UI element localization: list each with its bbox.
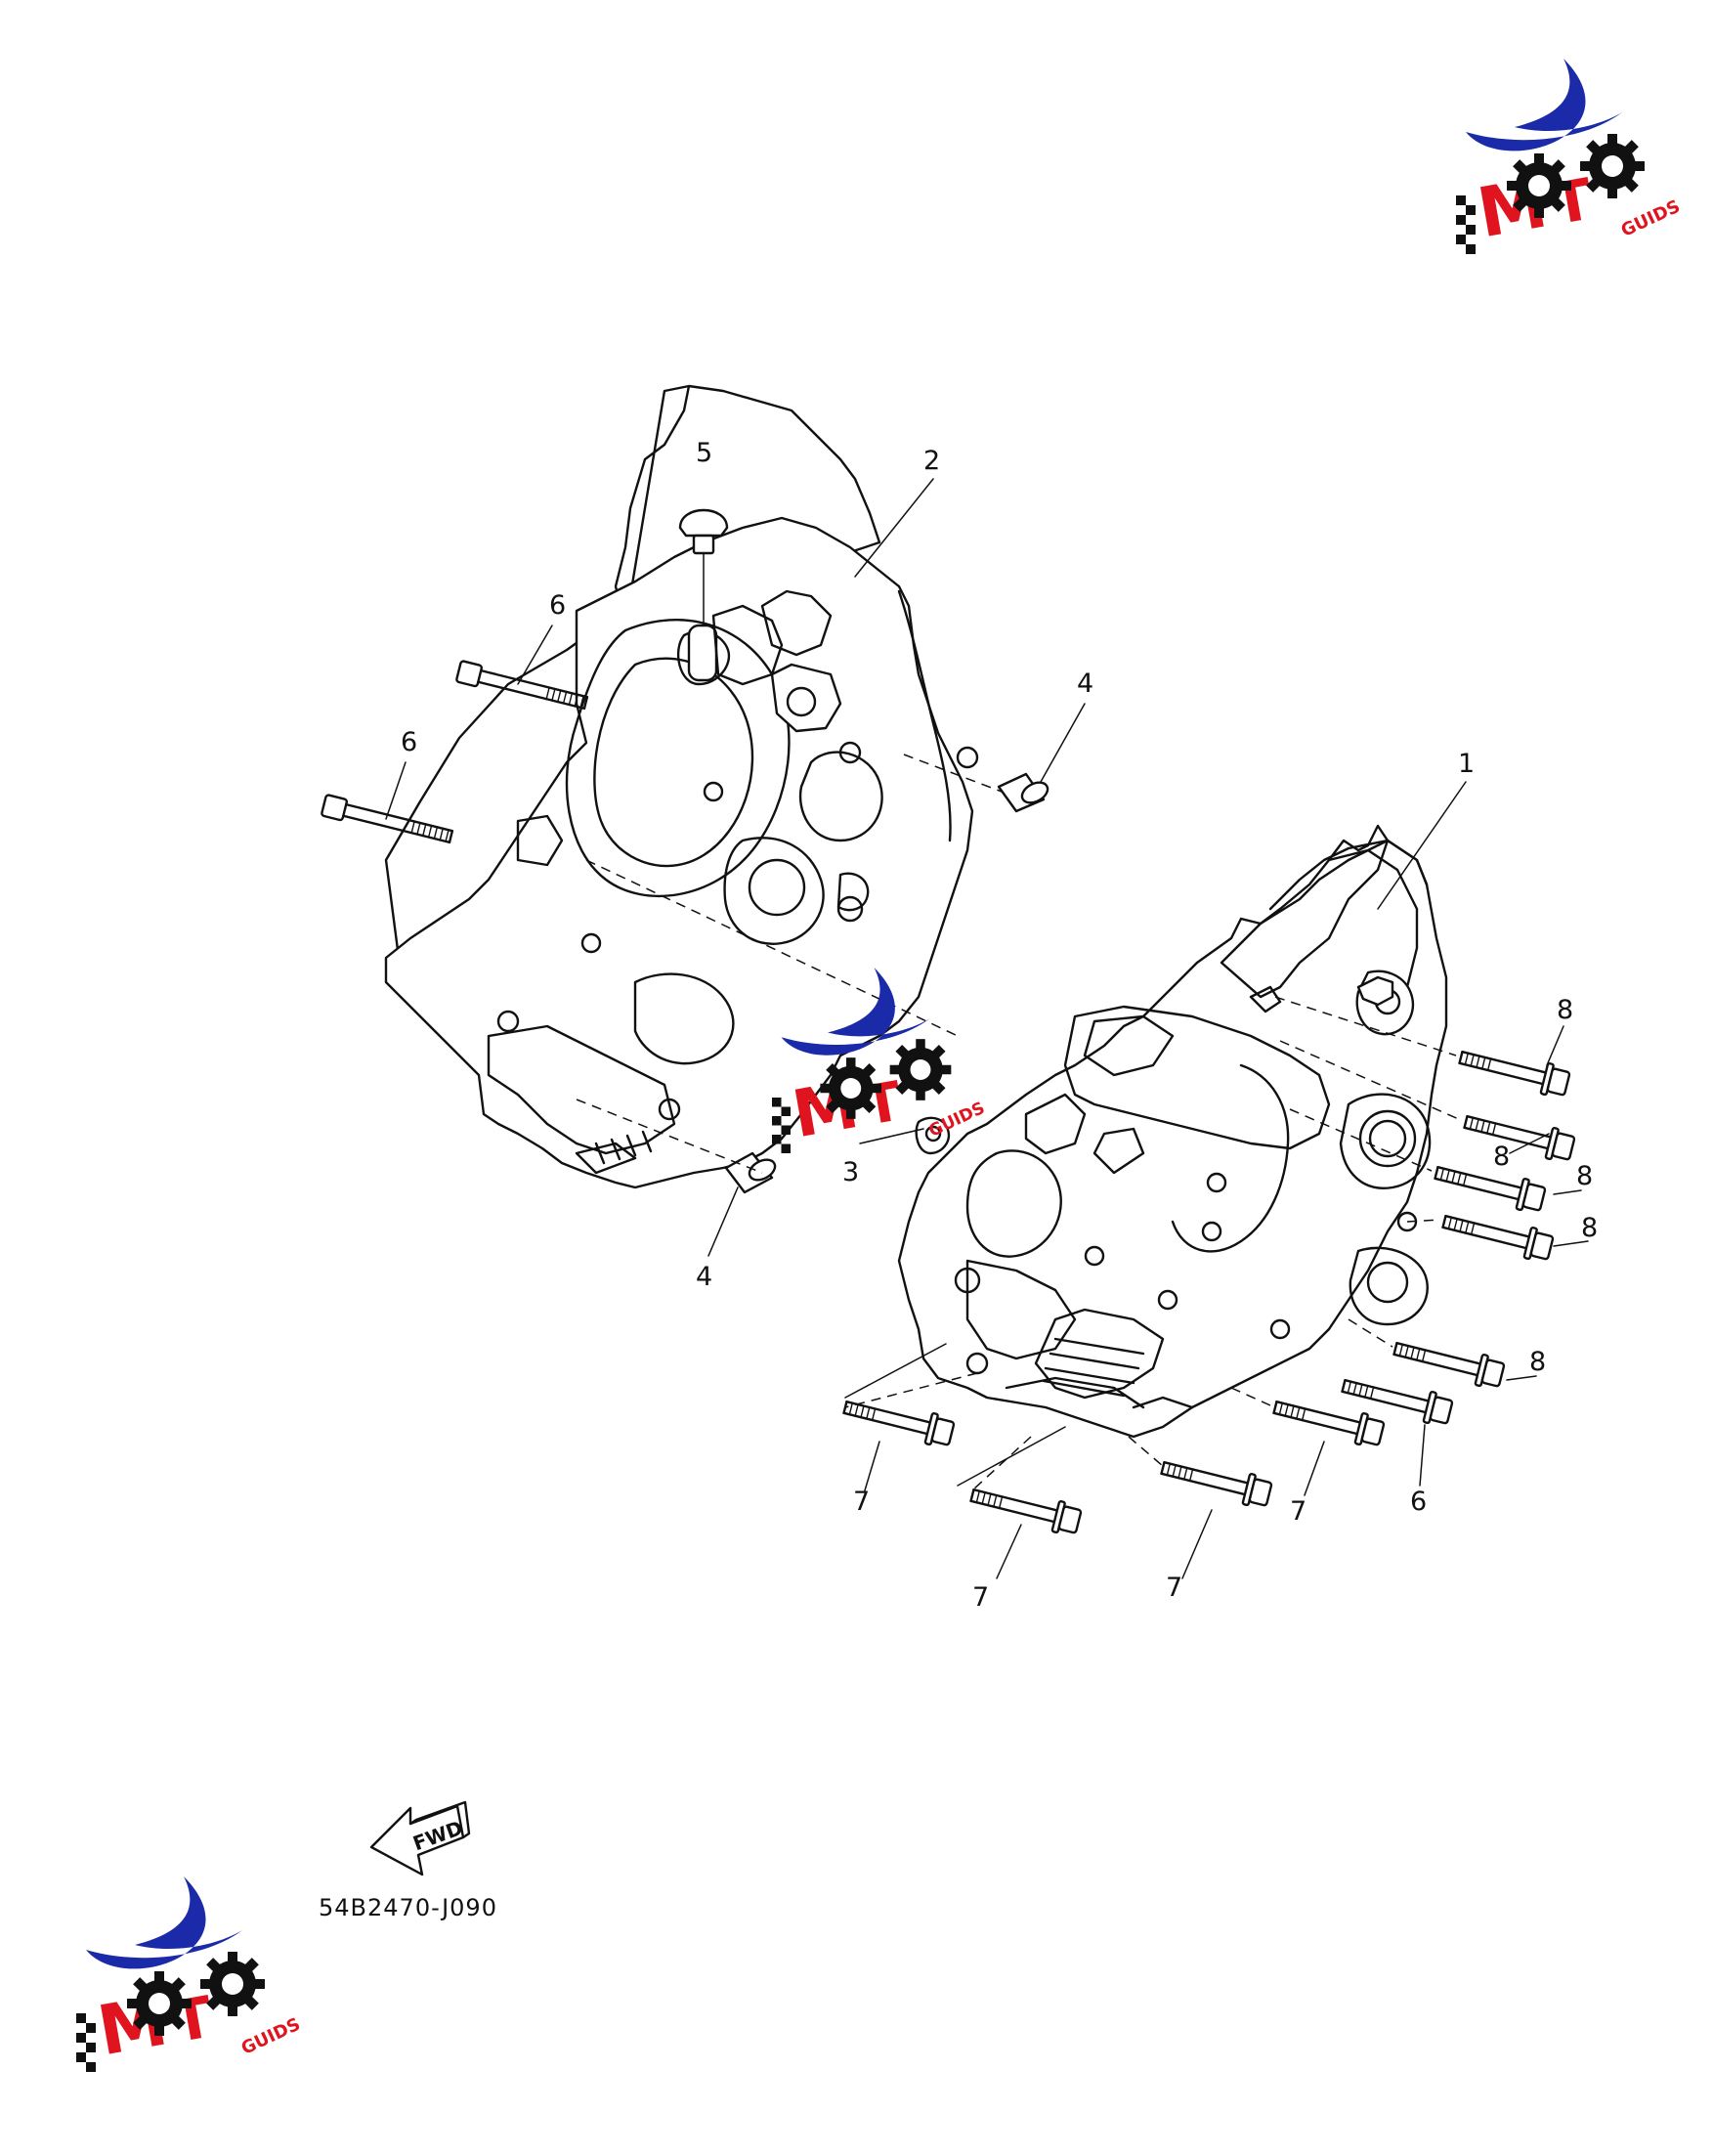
alignment-lines — [576, 754, 1462, 1491]
callout-part-7-4: 7 — [1166, 1573, 1182, 1603]
callout-part-8-5: 8 — [1529, 1347, 1546, 1377]
callout-leaders — [385, 478, 1589, 1579]
logo-suffix: GUIDS — [1618, 196, 1684, 241]
watermark-logo-bottom-left: M T GUIDS — [76, 1876, 304, 2072]
gear-icon — [889, 1039, 952, 1100]
plug-part-5 — [678, 508, 729, 626]
crankcase-left — [384, 384, 979, 1189]
gear-icon — [1507, 153, 1571, 218]
callout-part-5: 5 — [696, 438, 712, 468]
gear-icon — [820, 1057, 882, 1119]
callout-part-4-upper: 4 — [1077, 668, 1093, 699]
bolt-part-8-4 — [1438, 1205, 1556, 1265]
checkered-flag-icon — [76, 2013, 96, 2072]
collar-part-3 — [915, 1116, 951, 1155]
callout-part-8-1: 8 — [1557, 995, 1573, 1025]
callout-labels: 5 2 6 4 6 1 8 3 8 8 8 4 8 7 6 7 7 7 — [401, 438, 1598, 1613]
callout-part-2: 2 — [923, 446, 940, 476]
callout-part-3: 3 — [842, 1157, 859, 1187]
callout-part-7-3: 7 — [972, 1582, 989, 1613]
fwd-arrow-icon: FWD — [369, 1800, 471, 1876]
crankcase-right — [897, 824, 1448, 1439]
callout-part-6-right: 6 — [1410, 1487, 1427, 1517]
gear-icon — [127, 1971, 192, 2036]
bolt-part-8-2 — [1460, 1105, 1577, 1165]
swoosh-icon — [781, 968, 930, 1056]
callout-part-7-2: 7 — [1290, 1496, 1306, 1527]
callout-part-6-top: 6 — [549, 590, 566, 621]
callout-part-8-4: 8 — [1581, 1213, 1598, 1243]
swoosh-icon — [1466, 59, 1622, 151]
checkered-flag-icon — [1456, 195, 1476, 254]
gear-icon — [1580, 134, 1645, 198]
bolt-part-8-5 — [1390, 1332, 1507, 1392]
bolt-part-7-2 — [1269, 1391, 1387, 1450]
callout-part-8-3: 8 — [1576, 1161, 1593, 1191]
bolt-part-6-right — [1338, 1369, 1455, 1429]
checkered-flag-icon — [772, 1098, 791, 1153]
bolt-part-8-3 — [1431, 1156, 1548, 1216]
bolt-part-7-3 — [1157, 1451, 1274, 1511]
callout-part-7-1: 7 — [853, 1487, 870, 1517]
callout-part-1: 1 — [1458, 749, 1475, 779]
bolt-part-7-1 — [839, 1391, 957, 1450]
gear-icon — [200, 1952, 265, 2016]
logo-suffix: GUIDS — [238, 2014, 304, 2059]
bolt-part-7-4 — [966, 1479, 1084, 1538]
swoosh-icon — [86, 1876, 242, 1969]
dowel-pin-upper — [997, 772, 1049, 813]
callout-part-8-2: 8 — [1493, 1142, 1510, 1172]
watermark-logo-top-right: M T GUIDS — [1456, 59, 1684, 254]
drawing-code: 54B2470-J090 — [319, 1894, 497, 1921]
callout-part-4-lower: 4 — [696, 1262, 712, 1292]
callout-part-6-left: 6 — [401, 727, 417, 757]
